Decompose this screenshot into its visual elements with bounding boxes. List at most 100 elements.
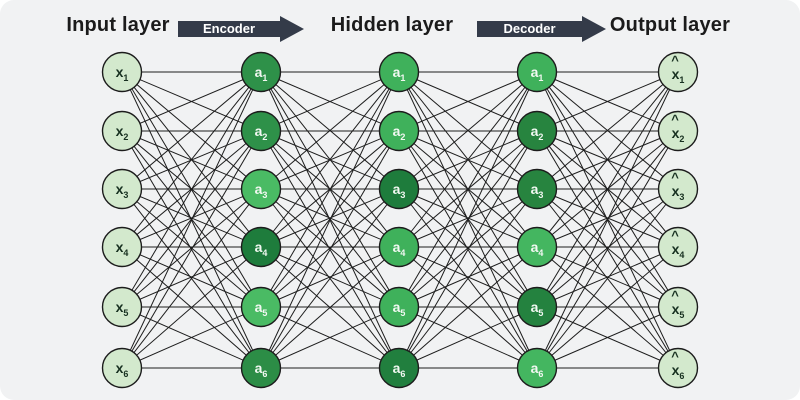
hat-accent-xhat6: ^ — [671, 349, 679, 364]
node-label-h6: a6 — [393, 360, 406, 379]
node-circle-d2 — [516, 110, 558, 152]
node-label-x1: x1 — [116, 64, 129, 83]
node-label-xhat3: x3 — [672, 183, 685, 202]
node-label-h5: a5 — [393, 299, 406, 318]
edge-x6-e5 — [121, 306, 262, 369]
node-circle-xhat5 — [657, 286, 699, 328]
decoder-arrow-label: Decoder — [477, 21, 582, 37]
edges-hidden-1-to-hidden-2 — [260, 71, 400, 369]
node-x3: x3 — [101, 168, 143, 210]
node-circle-xhat6 — [657, 347, 699, 389]
edges-hidden-3-to-output — [536, 71, 679, 369]
node-circle-xhat1 — [657, 51, 699, 93]
edge-d6-xhat4 — [536, 246, 679, 369]
edge-e6-h2 — [260, 130, 400, 369]
node-circle-x1 — [101, 51, 143, 93]
edge-d5-xhat4 — [536, 246, 679, 308]
edge-h6-d1 — [398, 71, 538, 369]
edge-x6-e4 — [121, 246, 262, 369]
node-xhat3: ^x3 — [657, 168, 699, 210]
node-h2: a2 — [378, 110, 420, 152]
edge-e2-h1 — [260, 71, 400, 132]
edge-h4-d3 — [398, 188, 538, 248]
edge-e5-h4 — [260, 246, 400, 308]
node-circle-h4 — [378, 226, 420, 268]
edge-h5-d1 — [398, 71, 538, 308]
edge-e4-h3 — [260, 188, 400, 248]
edge-h2-d1 — [398, 71, 538, 132]
node-label-x6: x6 — [116, 360, 129, 379]
node-e2: a2 — [240, 110, 282, 152]
node-label-x2: x2 — [116, 123, 129, 142]
edge-x4-e1 — [121, 71, 262, 248]
node-circle-d6 — [516, 347, 558, 389]
node-x2: x2 — [101, 110, 143, 152]
node-label-x3: x3 — [116, 181, 129, 200]
node-circle-e5 — [240, 286, 282, 328]
node-h6: a6 — [378, 347, 420, 389]
node-circle-x2 — [101, 110, 143, 152]
node-circle-h2 — [378, 110, 420, 152]
edge-x6-e3 — [121, 188, 262, 369]
edge-h6-d4 — [398, 246, 538, 369]
node-label-xhat2: x2 — [672, 125, 685, 144]
node-circle-d5 — [516, 286, 558, 328]
input-layer-title: Input layer — [66, 14, 170, 36]
edge-x5-e3 — [121, 188, 262, 308]
encoder-arrowhead-icon — [280, 16, 304, 42]
edges-input-to-hidden-1 — [121, 71, 262, 369]
node-x1: x1 — [101, 51, 143, 93]
edge-d6-xhat2 — [536, 130, 679, 369]
decoder-arrowhead-icon — [582, 16, 606, 42]
node-e3: a3 — [240, 168, 282, 210]
edge-x5-e4 — [121, 246, 262, 308]
edge-h4-d1 — [398, 71, 538, 248]
node-circle-e2 — [240, 110, 282, 152]
node-label-x5: x5 — [116, 299, 129, 318]
node-label-x4: x4 — [116, 239, 129, 258]
node-x6: x6 — [101, 347, 143, 389]
node-circle-e4 — [240, 226, 282, 268]
node-e4: a4 — [240, 226, 282, 268]
node-label-e2: a2 — [255, 123, 268, 142]
node-circle-xhat3 — [657, 168, 699, 210]
node-circle-e6 — [240, 347, 282, 389]
edge-e6-h4 — [260, 246, 400, 369]
edge-d5-xhat3 — [536, 188, 679, 308]
node-e1: a1 — [240, 51, 282, 93]
node-xhat6: ^x6 — [657, 347, 699, 389]
edge-d6-xhat1 — [536, 71, 679, 369]
edge-e5-h3 — [260, 188, 400, 308]
node-label-d1: a1 — [531, 64, 544, 83]
node-circle-d4 — [516, 226, 558, 268]
node-h5: a5 — [378, 286, 420, 328]
edge-h6-d3 — [398, 188, 538, 369]
node-circle-e3 — [240, 168, 282, 210]
hat-accent-xhat2: ^ — [671, 112, 679, 127]
edge-e6-h3 — [260, 188, 400, 369]
node-label-e4: a4 — [255, 239, 268, 258]
node-label-e6: a6 — [255, 360, 268, 379]
node-h4: a4 — [378, 226, 420, 268]
node-xhat4: ^x4 — [657, 226, 699, 268]
edge-h5-d4 — [398, 246, 538, 308]
node-label-h1: a1 — [393, 64, 406, 83]
node-e5: a5 — [240, 286, 282, 328]
edge-x2-e1 — [121, 71, 262, 132]
node-circle-h1 — [378, 51, 420, 93]
edge-e4-h1 — [260, 71, 400, 248]
edge-x3-e1 — [121, 71, 262, 190]
node-circle-e1 — [240, 51, 282, 93]
node-d1: a1 — [516, 51, 558, 93]
node-label-e1: a1 — [255, 64, 268, 83]
decoder-arrow: Decoder — [477, 15, 606, 43]
node-circle-xhat2 — [657, 110, 699, 152]
node-xhat5: ^x5 — [657, 286, 699, 328]
node-d2: a2 — [516, 110, 558, 152]
node-h1: a1 — [378, 51, 420, 93]
edge-x4-e3 — [121, 188, 262, 248]
edge-e6-h5 — [260, 306, 400, 369]
edge-h6-d2 — [398, 130, 538, 369]
node-circle-h5 — [378, 286, 420, 328]
